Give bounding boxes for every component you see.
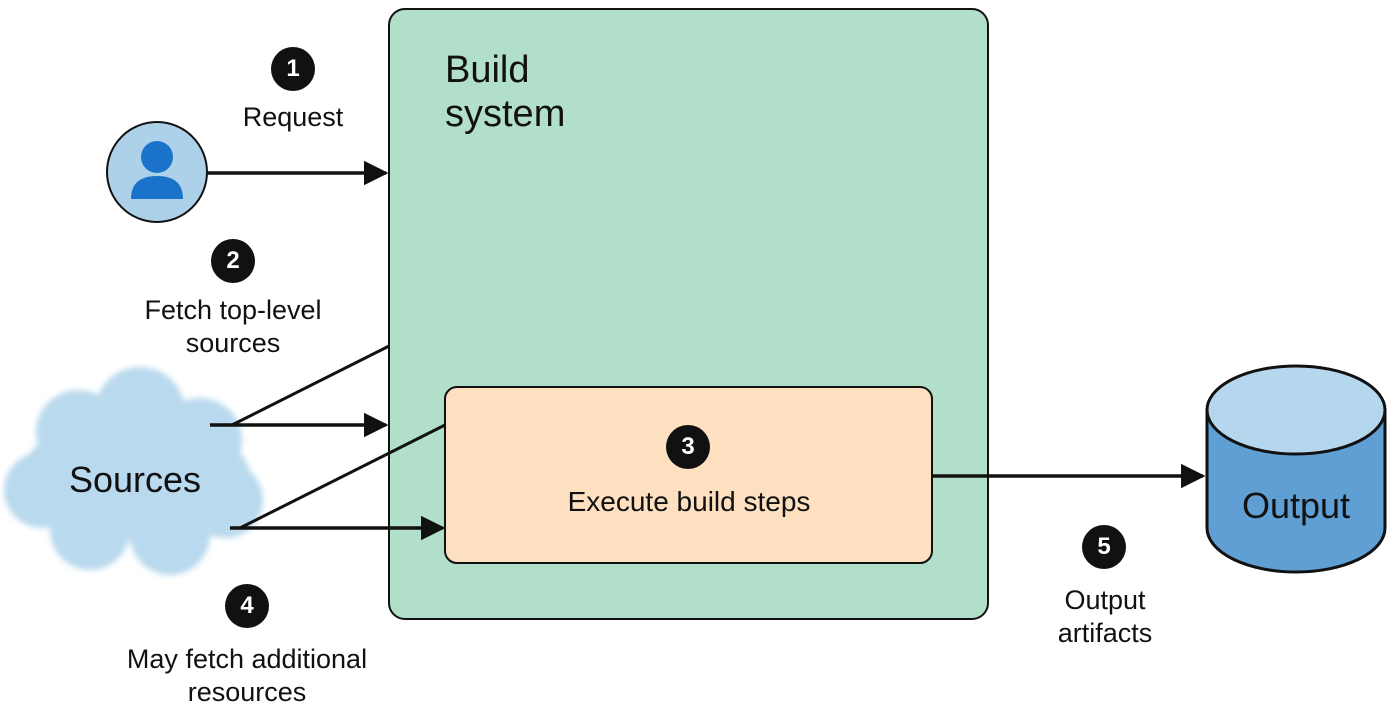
- output-label: Output: [1241, 485, 1351, 526]
- build-system-title-line1: Build: [445, 49, 530, 91]
- step-1-badge: 1: [271, 47, 315, 91]
- step-4-label-line2: resources: [187, 676, 307, 707]
- step-2-label-line1: Fetch top-level: [144, 295, 322, 325]
- database-icon: [1205, 364, 1387, 574]
- user-icon: [106, 121, 208, 223]
- cloud-icon: [4, 367, 263, 575]
- step-4-badge: 4: [225, 584, 269, 628]
- step-2-label: Fetch top-level sources: [144, 294, 321, 360]
- execute-build-steps-box: [444, 386, 933, 564]
- step-1-label: Request: [242, 102, 344, 132]
- build-system-title-line2: system: [445, 93, 566, 135]
- step-4-label: May fetch additional resources: [127, 643, 367, 709]
- step-2-label-line2: sources: [185, 327, 281, 358]
- step-4-label-line1: May fetch additional: [126, 644, 368, 674]
- step-3-label: Execute build steps: [567, 486, 811, 517]
- sources-label: Sources: [68, 459, 202, 500]
- step-5-label: Output artifacts: [1058, 584, 1153, 650]
- step-2-badge: 2: [211, 239, 255, 283]
- step-5-label-line2: artifacts: [1057, 617, 1153, 648]
- fetch-additional-slant-line: [239, 423, 446, 530]
- build-system-title: Build system: [445, 48, 565, 136]
- step-3-badge: 3: [666, 425, 710, 469]
- fetch-top-level-slant-line: [231, 344, 390, 427]
- step-5-badge: 5: [1082, 525, 1126, 569]
- step-5-label-line1: Output: [1064, 585, 1146, 615]
